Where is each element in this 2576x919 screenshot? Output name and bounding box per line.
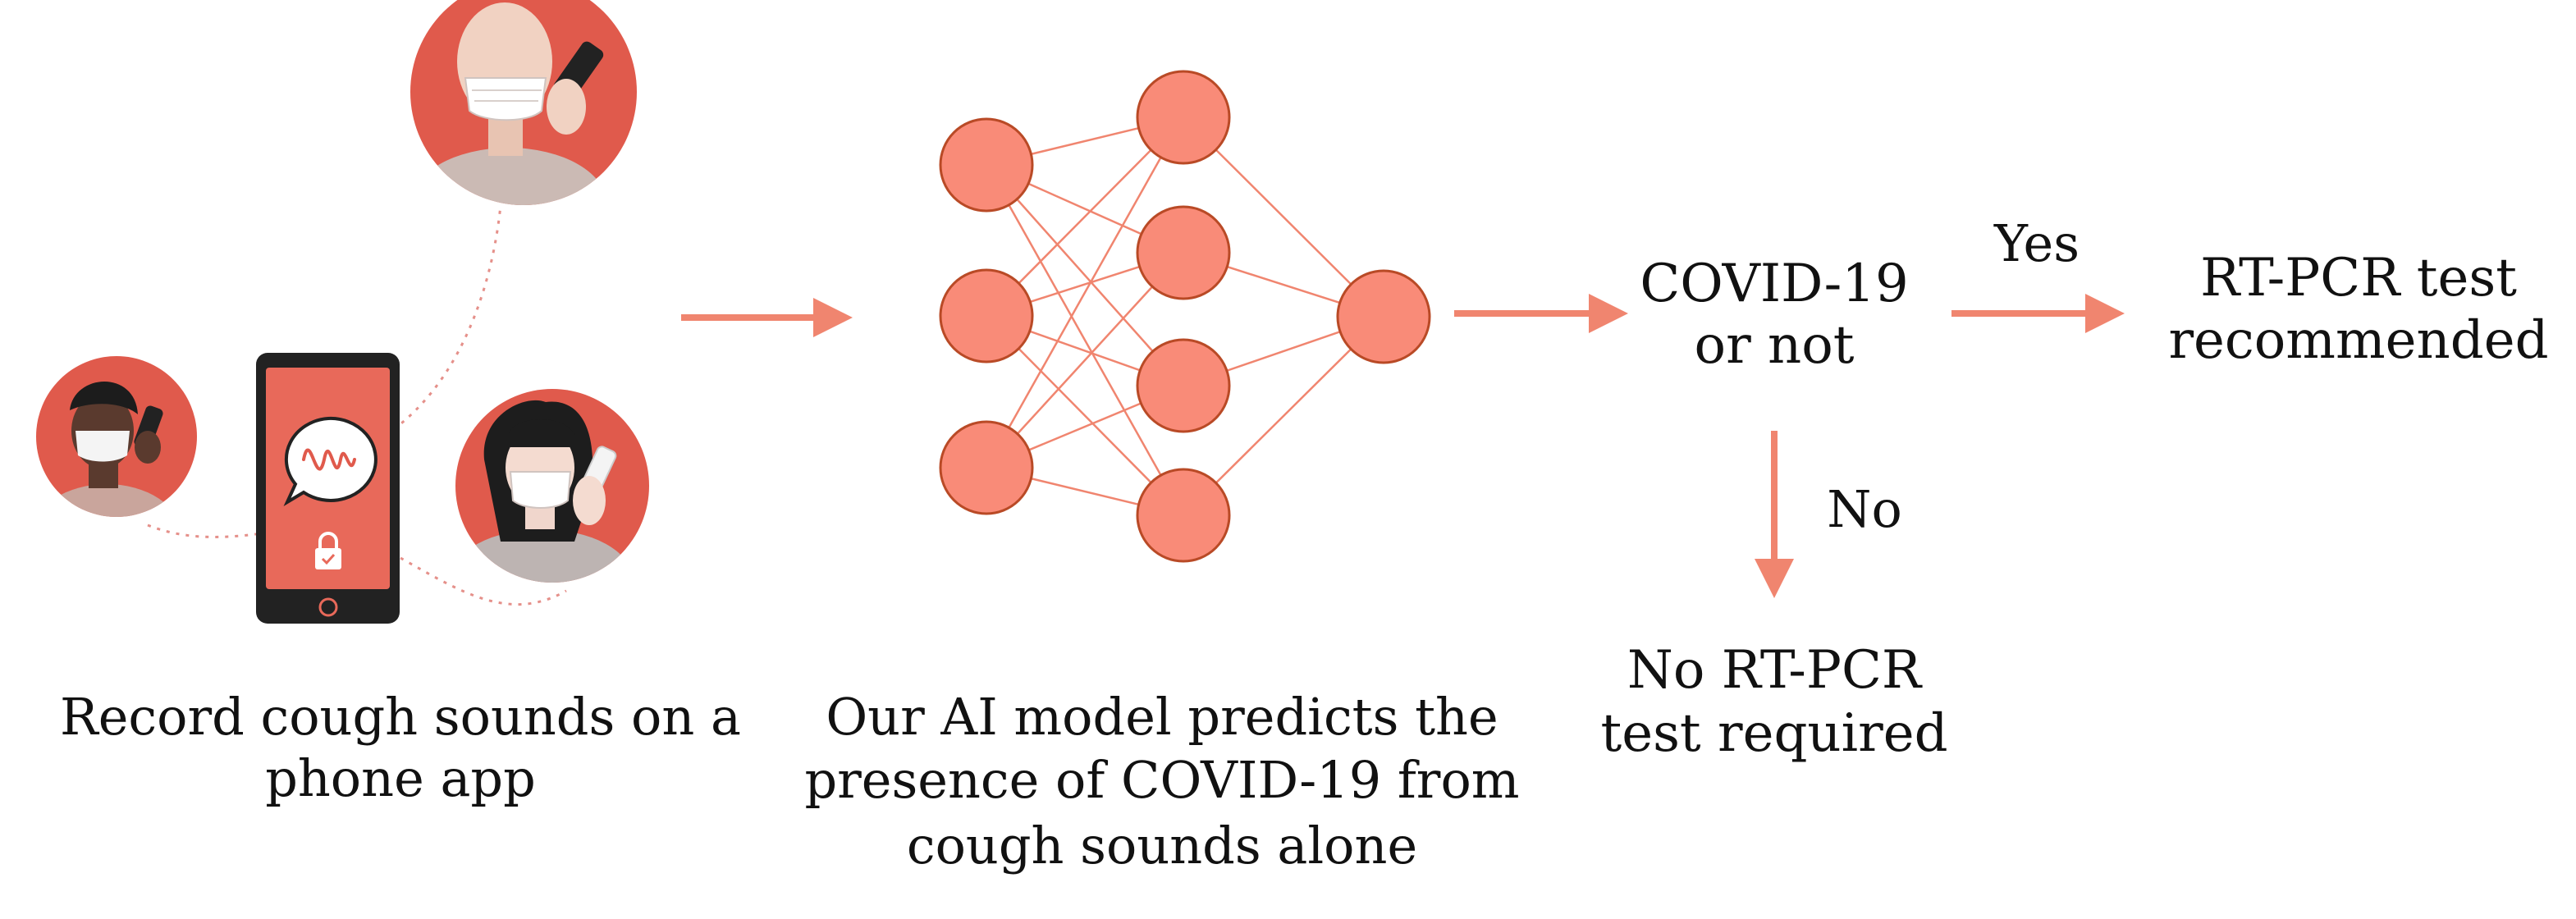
phone-connector-lines	[147, 204, 567, 606]
network-node-layer0-2	[939, 420, 1034, 515]
no-label: No	[1827, 479, 1902, 539]
smartphone-icon	[256, 353, 400, 624]
network-node-layer0-0	[939, 117, 1034, 213]
decision-line1: COVID-19	[1640, 254, 1908, 314]
decision-line2: or not	[1695, 315, 1855, 376]
network-node-layer1-2	[1136, 338, 1231, 433]
person-with-phone-icon	[36, 356, 197, 517]
network-node-layer2-0	[1336, 269, 1431, 364]
masked-man-portrait-icon	[410, 0, 637, 205]
model-caption-line3: cough sounds alone	[907, 816, 1417, 876]
yes-label: Yes	[1993, 213, 2080, 273]
negative-outcome-line2: test required	[1600, 703, 1947, 764]
masked-woman-portrait-icon	[455, 389, 649, 583]
model-caption-line2: presence of COVID-19 from	[804, 750, 1519, 810]
record-caption-line2: phone app	[265, 748, 536, 808]
network-node-layer1-3	[1136, 468, 1231, 563]
network-node-layer1-0	[1136, 70, 1231, 165]
edge-l0-n0-to-n3	[985, 164, 1185, 516]
record-caption-line1: Record cough sounds on a	[60, 687, 741, 747]
lock-icon	[315, 532, 341, 569]
neural-network-diagram	[939, 70, 1431, 563]
network-node-layer1-1	[1136, 205, 1231, 300]
edge-l0-n2-to-n1	[986, 252, 1184, 469]
model-caption-line1: Our AI model predicts the	[826, 687, 1498, 747]
positive-outcome-line1: RT-PCR test	[2200, 248, 2517, 309]
sound-wave-bubble-icon	[283, 416, 377, 507]
network-node-layer0-1	[939, 268, 1034, 363]
connector-top-portrait	[385, 204, 502, 437]
edge-l0-n2-to-n0	[985, 117, 1185, 469]
positive-outcome-line2: recommended	[2168, 310, 2548, 371]
edge-l0-n0-to-n2	[986, 164, 1184, 386]
connector-left-portrait	[147, 524, 263, 538]
negative-outcome-line1: No RT-PCR	[1627, 640, 1923, 701]
